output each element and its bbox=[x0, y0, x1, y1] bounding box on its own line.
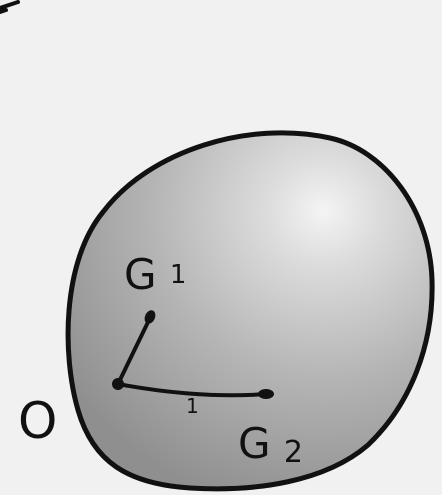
g1-subscript: 1 bbox=[170, 260, 187, 290]
tick-mark-label: 1 bbox=[186, 394, 199, 418]
g2-subscript: 2 bbox=[284, 435, 303, 470]
origin-point-dot bbox=[112, 378, 124, 390]
corner-scribble bbox=[0, 2, 18, 12]
g2-letter: G bbox=[238, 419, 271, 468]
g1-letter: G bbox=[124, 250, 157, 299]
origin-label: O bbox=[18, 392, 57, 450]
g2-endpoint-dot bbox=[258, 389, 274, 399]
